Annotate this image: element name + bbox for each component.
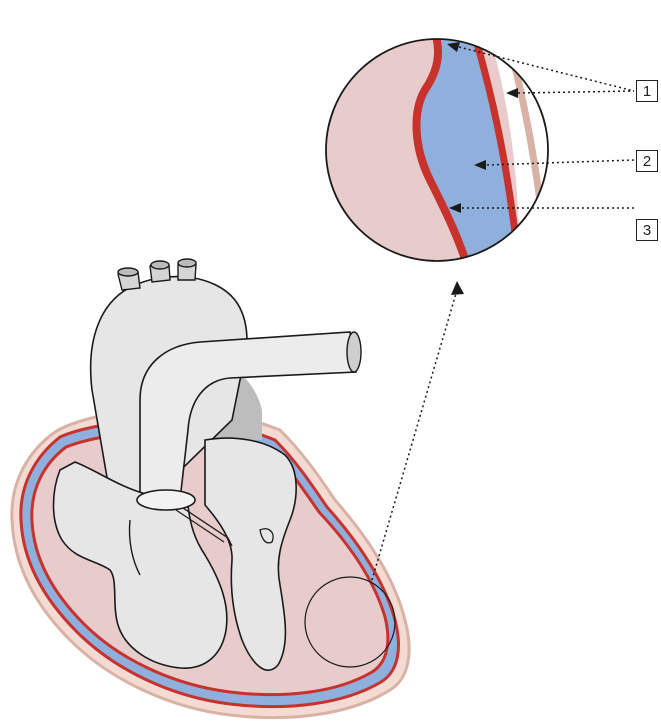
zoom-connector-line <box>372 290 457 580</box>
label-3: 3 <box>636 219 658 241</box>
pulmonary-artery-opening <box>347 332 361 372</box>
valve-ring <box>137 490 195 510</box>
label-2: 2 <box>636 150 658 172</box>
label-1: 1 <box>636 80 658 102</box>
zoom-connector-arrowhead <box>451 281 464 295</box>
magnified-wall-view <box>320 20 560 280</box>
